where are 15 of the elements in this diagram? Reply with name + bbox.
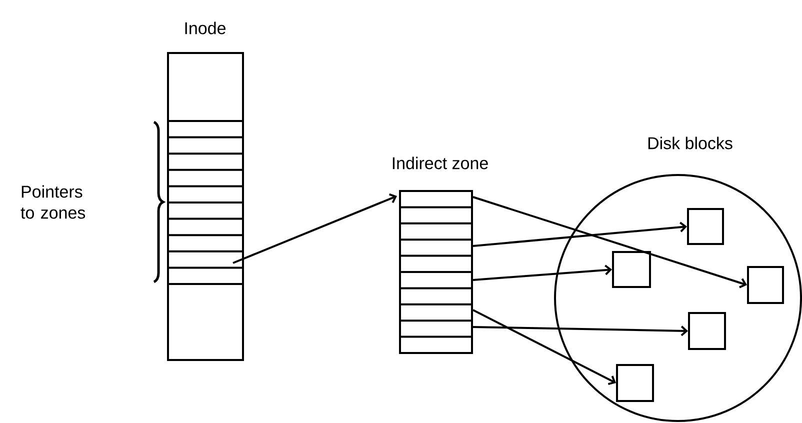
heading: Disk blocks	[648, 136, 732, 150]
block-box	[687, 208, 724, 245]
label: Pointers to zones	[20, 185, 86, 219]
block-box	[747, 266, 784, 304]
arrow	[472, 326, 688, 336]
arrow	[472, 264, 612, 281]
arrow	[472, 222, 688, 247]
block-box	[688, 312, 726, 350]
arrow	[232, 193, 397, 264]
arrow	[472, 196, 748, 288]
block-box	[612, 251, 651, 288]
heading: Indirect zone	[392, 156, 488, 170]
arrow	[472, 309, 616, 386]
block-box	[616, 364, 654, 402]
heading: Inode	[185, 22, 226, 34]
